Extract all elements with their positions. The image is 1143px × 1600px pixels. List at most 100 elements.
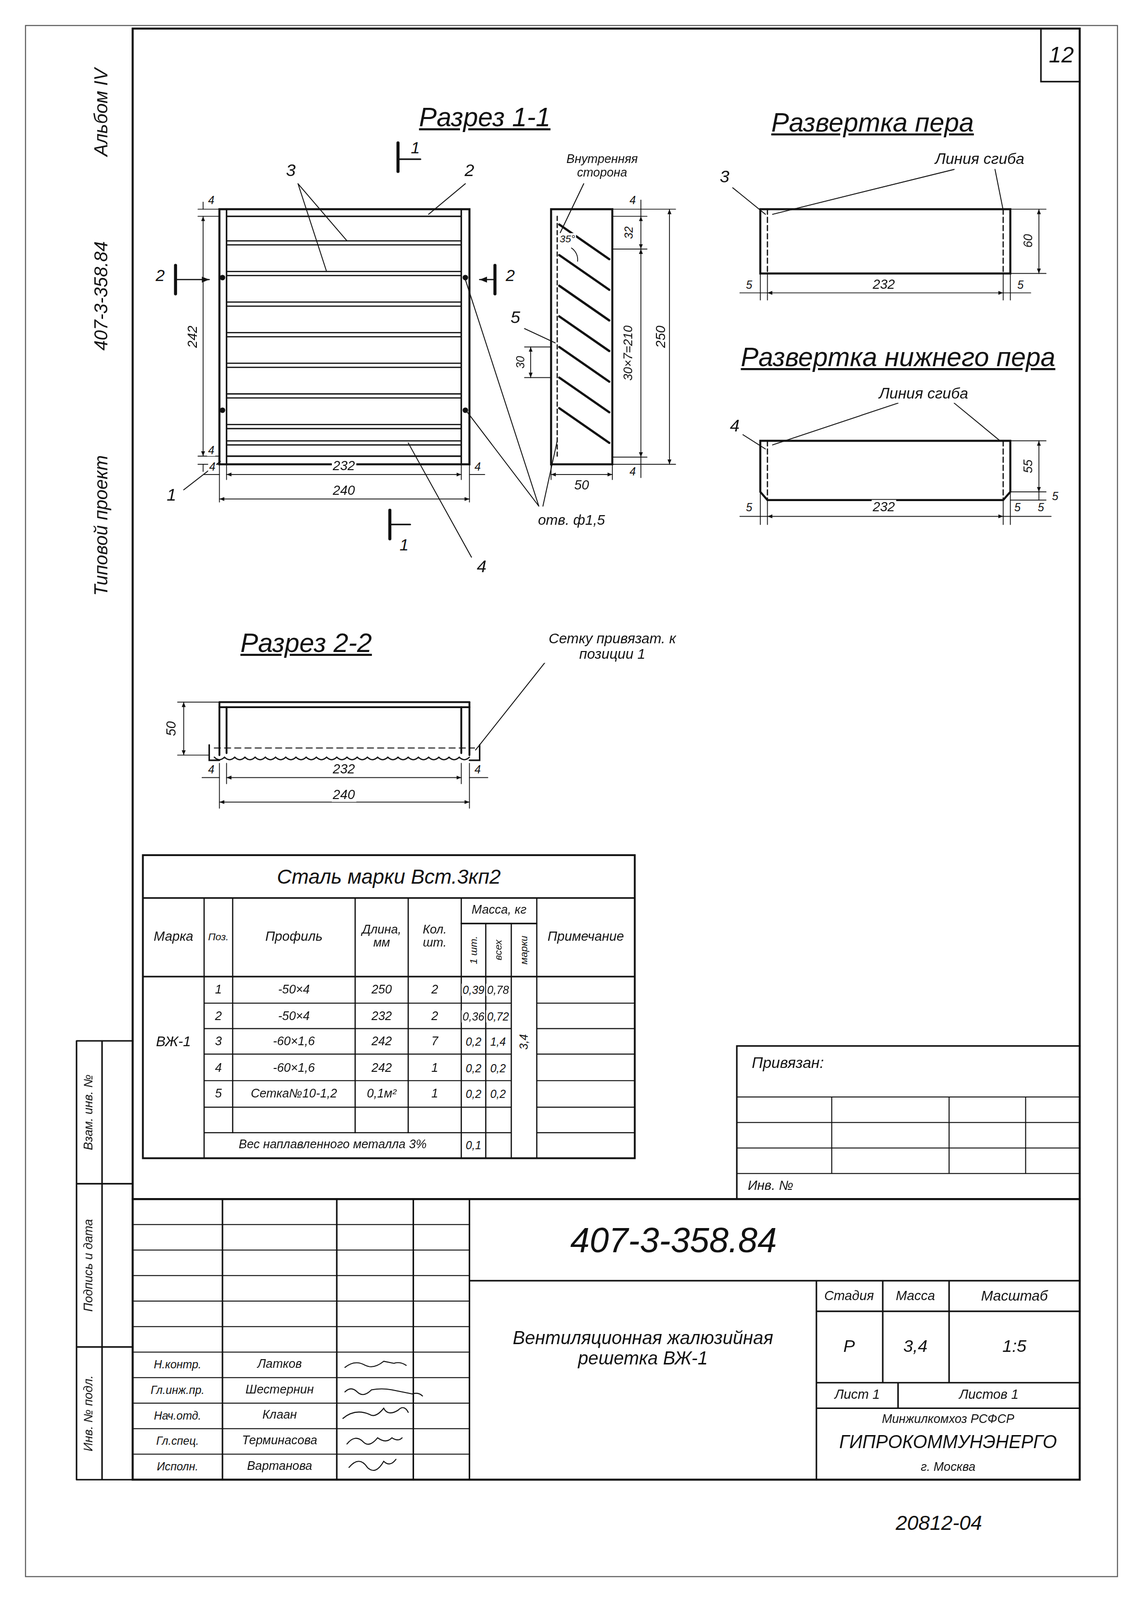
view-title: Развертка пера: [770, 107, 975, 137]
table-cell: 1,4: [489, 1035, 507, 1049]
table-cell: 0,2: [464, 1061, 483, 1075]
table-cell: 242: [370, 1061, 393, 1075]
title-block-text: Масса: [894, 1288, 936, 1304]
callout-number: 4: [728, 416, 741, 436]
table-cell: Вес наплавленного металла 3%: [237, 1138, 428, 1152]
table-cell: Кол. шт.: [409, 923, 461, 951]
table-cell: 232: [370, 1009, 393, 1023]
title-block-text: 1:5: [1001, 1337, 1028, 1357]
note-text: Внутренняя сторона: [549, 152, 654, 180]
table-cell: всех: [492, 938, 504, 962]
title-block-text: 3,4: [902, 1337, 929, 1357]
dimension-text: 50: [163, 720, 179, 738]
table-cell: 0,2: [464, 1087, 483, 1101]
title-block-text: Минжилкомхоз РСФСР: [880, 1412, 1016, 1427]
margin-stamp-text: Взам. инв. №: [82, 1073, 96, 1152]
table-cell: 2: [430, 983, 440, 997]
dimension-text: 35°: [558, 233, 577, 245]
table-cell: Примечание: [546, 929, 625, 945]
table-cell: 0,72: [486, 1009, 510, 1023]
dimension-text: 4: [628, 465, 638, 478]
table-cell: -50×4: [277, 983, 312, 997]
table-cell: 7: [430, 1035, 440, 1049]
dimension-text: 30×7=210: [622, 324, 636, 382]
margin-stamp-text: Инв. № подл.: [82, 1374, 96, 1453]
callout-number: 2: [463, 162, 476, 181]
title-block-text: 20812-04: [894, 1511, 984, 1534]
table-cell: 0,78: [486, 983, 510, 997]
dimension-text: 232: [331, 459, 357, 474]
title-block-text: Гл.инж.пр.: [149, 1383, 206, 1397]
title-block-text: Листов 1: [958, 1387, 1020, 1403]
table-cell: марки: [518, 934, 530, 966]
table-cell: 0,2: [489, 1061, 507, 1075]
table-cell: 3: [213, 1035, 223, 1049]
table-cell: -50×4: [277, 1009, 312, 1023]
table-cell: 0,39: [461, 983, 486, 997]
note-text: отв. ф1,5: [536, 512, 607, 529]
dimension-text: 240: [331, 787, 357, 802]
dimension-text: 55: [1022, 458, 1036, 475]
note-text: Сетку привязат. к позиции 1: [529, 631, 696, 663]
margin-stamp-text: Подпись и дата: [82, 1217, 96, 1313]
title-block-text: Лист 1: [833, 1387, 881, 1403]
view-title: Развертка нижнего пера: [739, 342, 1056, 372]
dimension-text: 4: [207, 444, 216, 457]
table-cell: Поз.: [207, 931, 230, 943]
table-cell: 0,1: [464, 1138, 483, 1152]
dimension-text: 4: [207, 193, 216, 207]
table-cell: 1: [430, 1061, 440, 1075]
callout-number: 5: [509, 309, 521, 328]
dimension-text: 250: [653, 324, 669, 349]
dimension-text: 232: [871, 277, 896, 293]
table-cell: Масса, кг: [470, 903, 528, 918]
dimension-text: 232: [871, 499, 896, 515]
sheet-number: 12: [1047, 42, 1075, 68]
title-block-text: Н.контр.: [152, 1358, 203, 1371]
binding-stamp-text: Привязан:: [750, 1054, 825, 1072]
dimension-text: 232: [331, 762, 357, 777]
callout-number: 3: [718, 167, 731, 187]
margin-stamp-text: 407-3-358.84: [91, 240, 113, 352]
view-title: Разрез 2-2: [239, 628, 373, 658]
callout-number: 4: [475, 557, 488, 577]
table-cell: 1 шт.: [467, 935, 479, 966]
title-block-text: Терминасова: [240, 1434, 319, 1448]
dimension-text: 5: [1051, 489, 1060, 503]
dimension-text: 5: [1036, 501, 1045, 514]
callout-number: 2: [504, 266, 516, 285]
callout-number: 1: [409, 138, 421, 157]
table-cell: Марка: [152, 929, 195, 945]
table-cell: 0,2: [489, 1087, 507, 1101]
table-cell: 250: [370, 983, 393, 997]
table-cell: 1: [213, 983, 223, 997]
title-block-text: Р: [842, 1337, 856, 1357]
table-cell: -60×1,6: [271, 1035, 316, 1049]
table-cell: 0,2: [464, 1035, 483, 1049]
table-cell: 4: [213, 1061, 223, 1075]
view-title: Разрез 1-1: [417, 102, 552, 132]
table-cell: Длина, мм: [356, 923, 407, 951]
dimension-text: 30: [514, 355, 527, 370]
note-text: Линия сгиба: [877, 385, 970, 403]
title-block-text: ГИПРОКОММУНЭНЕРГО: [838, 1432, 1058, 1454]
table-cell: 1: [430, 1087, 440, 1101]
title-block-text: Исполн.: [155, 1460, 200, 1473]
dimension-text: 4: [207, 763, 216, 776]
dimension-text: 4: [207, 460, 217, 473]
title-block-text: г. Москва: [919, 1460, 977, 1475]
title-block-text: Шестернин: [244, 1383, 315, 1397]
dimension-text: 4: [473, 763, 482, 776]
margin-stamp-text: Типовой проект: [91, 454, 113, 597]
dimension-text: 5: [1013, 501, 1022, 514]
dimension-text: 50: [573, 478, 591, 493]
callout-number: 3: [284, 162, 297, 181]
table-cell: 2: [213, 1009, 223, 1023]
title-block-text: Нач.отд.: [152, 1409, 203, 1423]
table-cell: 0,36: [461, 1009, 486, 1023]
margin-stamp-text: Альбом IV: [91, 67, 113, 158]
callout-number: 1: [165, 486, 178, 506]
dimension-text: 5: [744, 278, 754, 292]
dimension-text: 4: [628, 193, 638, 207]
note-text: Линия сгиба: [934, 150, 1026, 168]
